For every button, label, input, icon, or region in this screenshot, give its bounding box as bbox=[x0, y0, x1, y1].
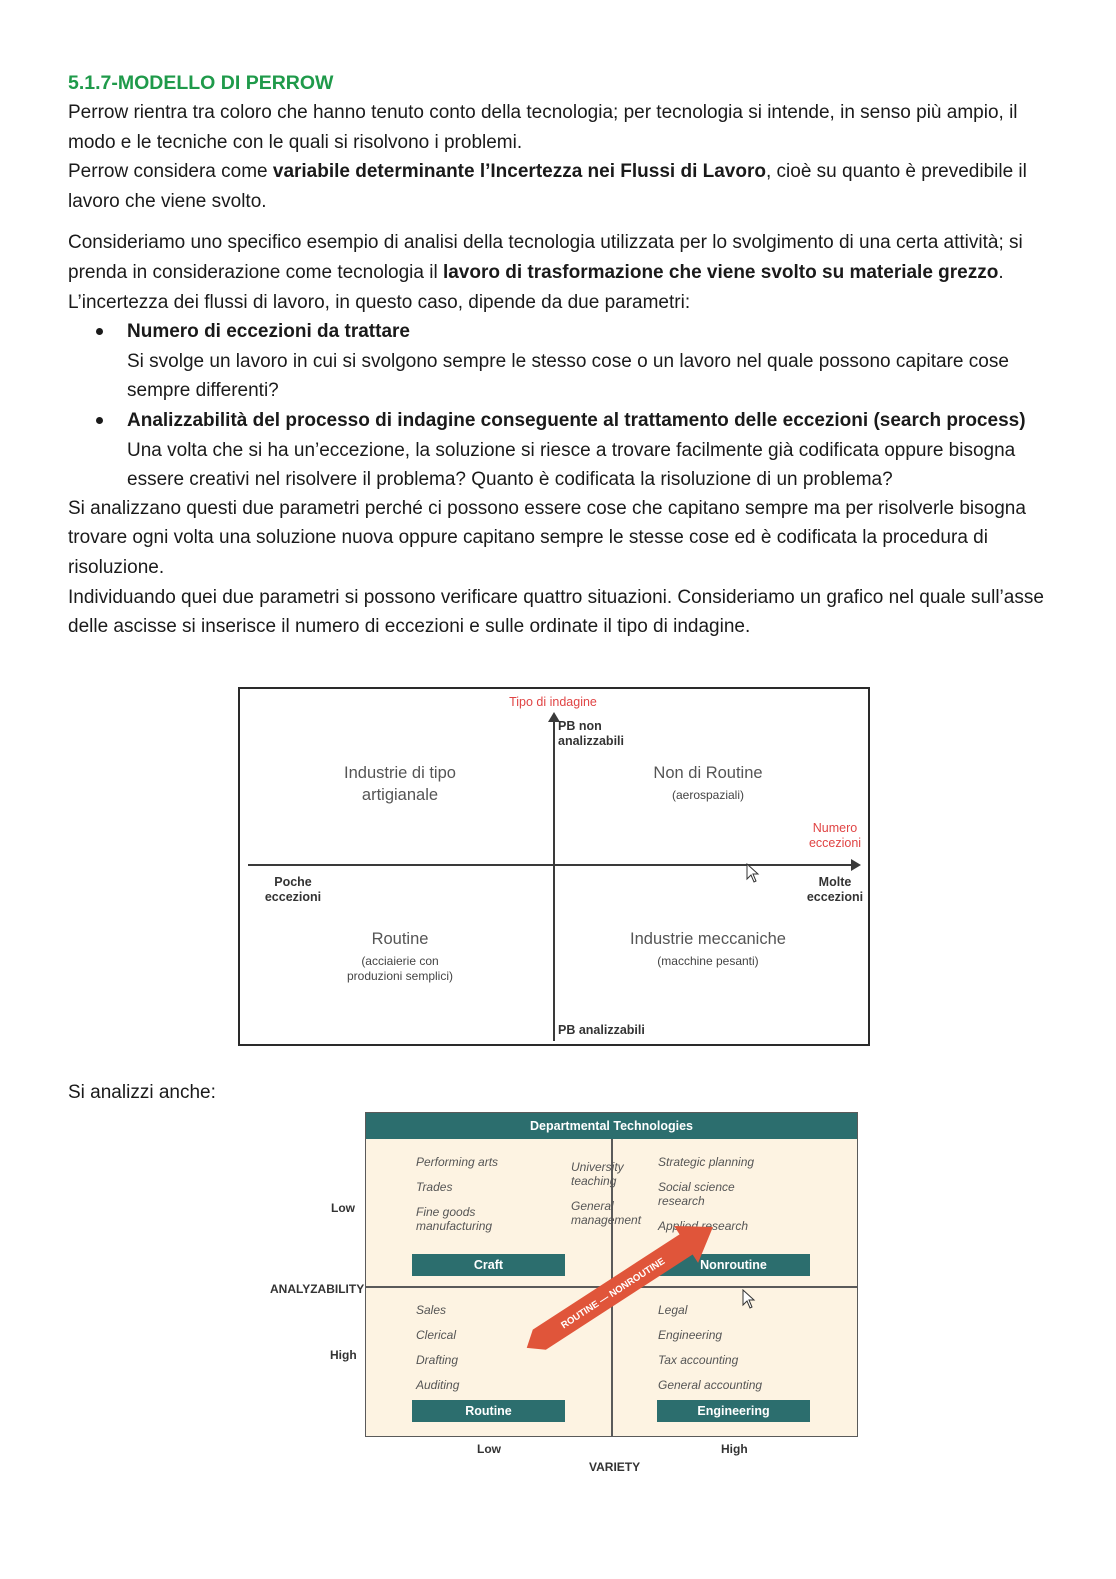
mouse-pointer-icon bbox=[742, 1289, 756, 1309]
variety-high-label: High bbox=[721, 1442, 748, 1456]
list-item: Tax accounting bbox=[658, 1353, 739, 1367]
list-item: manufacturing bbox=[416, 1219, 493, 1233]
x-axis bbox=[248, 864, 854, 866]
list-item: General bbox=[571, 1199, 614, 1213]
list-item: Analizzabilità del processo di indagine … bbox=[96, 406, 1048, 495]
list-item: Drafting bbox=[416, 1353, 459, 1367]
quadrant-bottom-right: Industrie meccaniche (macchine pesanti) bbox=[630, 930, 786, 968]
mouse-pointer-icon bbox=[746, 863, 760, 883]
list-item: Trades bbox=[416, 1180, 453, 1194]
y-axis-title: Tipo di indagine bbox=[509, 695, 597, 709]
paragraph-6: Individuando quei due parametri si posso… bbox=[68, 586, 1044, 638]
list-item: Clerical bbox=[416, 1328, 457, 1342]
paragraph-5: Si analizzano questi due parametri perch… bbox=[68, 497, 1026, 578]
list-item: teaching bbox=[571, 1174, 617, 1188]
variety-label: VARIETY bbox=[589, 1460, 641, 1474]
list-item: Legal bbox=[658, 1303, 688, 1317]
list-item: management bbox=[571, 1213, 642, 1227]
y-axis-arrow bbox=[548, 712, 560, 722]
analyzability-high-label: High bbox=[330, 1348, 357, 1362]
analyzability-label: ANALYZABILITY bbox=[270, 1282, 365, 1296]
list-item: Auditing bbox=[416, 1378, 460, 1392]
list-item: Strategic planning bbox=[658, 1155, 755, 1169]
quadrant-bottom-left: Routine (acciaierie con produzioni sempl… bbox=[346, 930, 454, 983]
routine-nonroutine-arrow: ROUTINE — NONROUTINE bbox=[526, 1225, 713, 1350]
paragraph-7: Si analizzi anche: bbox=[68, 1082, 216, 1103]
craft-tag: Craft bbox=[412, 1254, 565, 1276]
paragraph-1: Perrow rientra tra coloro che hanno tenu… bbox=[68, 102, 1018, 153]
section-heading: 5.1.7-MODELLO DI PERROW bbox=[68, 72, 334, 94]
list-item: Performing arts bbox=[416, 1155, 499, 1169]
parameter-list: Numero di eccezioni da trattare Si svolg… bbox=[96, 317, 1048, 495]
x-axis-arrow bbox=[851, 859, 861, 871]
departmental-technologies-diagram: Departmental Technologies Performing art… bbox=[365, 1112, 858, 1437]
list-item: Fine goods bbox=[416, 1205, 476, 1219]
y-axis bbox=[553, 719, 555, 1041]
arrow-label: ROUTINE — NONROUTINE bbox=[559, 1256, 667, 1331]
list-item: General accounting bbox=[658, 1378, 763, 1392]
variety-low-label: Low bbox=[477, 1442, 501, 1456]
analyzability-low-label: Low bbox=[331, 1201, 355, 1215]
list-item: University bbox=[571, 1160, 624, 1174]
routine-tag: Routine bbox=[412, 1400, 565, 1422]
nonroutine-tag: Nonroutine bbox=[657, 1254, 810, 1276]
paragraph-4: L’incertezza dei flussi di lavoro, in qu… bbox=[68, 291, 691, 313]
list-item: research bbox=[658, 1194, 705, 1208]
diagram-header: Departmental Technologies bbox=[366, 1113, 857, 1139]
document-page: 5.1.7-MODELLO DI PERROW Perrow rientra t… bbox=[68, 68, 1048, 642]
engineering-tag: Engineering bbox=[657, 1400, 810, 1422]
y-bottom-label: PB analizzabili bbox=[558, 1023, 645, 1037]
list-item: Engineering bbox=[658, 1328, 723, 1342]
list-item: Numero di eccezioni da trattare Si svolg… bbox=[96, 317, 1048, 406]
list-item: Sales bbox=[416, 1303, 447, 1317]
paragraph-3: Consideriamo uno specifico esempio di an… bbox=[68, 232, 1023, 283]
quadrant-top-right: Non di Routine (aerospaziali) bbox=[653, 764, 763, 802]
paragraph-2: Perrow considera come variabile determin… bbox=[68, 161, 1027, 212]
list-item: Social science bbox=[658, 1180, 735, 1194]
